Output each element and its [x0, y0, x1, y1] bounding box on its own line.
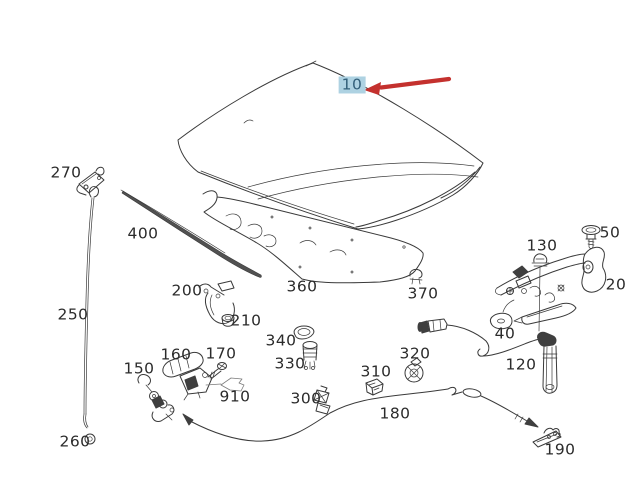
switch-330-drawing [302, 341, 318, 370]
part-label-330[interactable]: 330 [274, 354, 306, 373]
pad-clip-drawing [409, 268, 423, 285]
bracket-200-drawing [198, 280, 235, 325]
part-label-210[interactable]: 210 [230, 311, 262, 330]
part-label-150[interactable]: 150 [123, 359, 155, 378]
striker-latch-drawing [532, 427, 562, 448]
gas-strut-drawing [537, 331, 558, 394]
part-label-50[interactable]: 50 [599, 223, 621, 242]
part-label-260[interactable]: 260 [59, 432, 91, 451]
part-label-370[interactable]: 370 [407, 284, 439, 303]
clip-300-drawing [313, 385, 331, 415]
grommet-drawing [84, 433, 96, 445]
grommet-320-drawing [404, 357, 424, 383]
hinge-assembly-drawing [495, 246, 607, 325]
part-label-340[interactable]: 340 [265, 331, 297, 350]
bolt-50-drawing [581, 225, 601, 249]
part-label-400[interactable]: 400 [127, 224, 159, 243]
seal-strip-drawing [120, 189, 262, 278]
buffer-bracket-drawing [490, 299, 515, 330]
part-label-910[interactable]: 910 [219, 387, 251, 406]
plate-910-drawing [205, 377, 245, 392]
part-label-300[interactable]: 300 [290, 389, 322, 408]
release-cable-drawing [182, 318, 547, 442]
part-label-360[interactable]: 360 [286, 277, 318, 296]
selection-arrow [364, 76, 452, 95]
clip-310-drawing [365, 378, 384, 396]
hood-panel-drawing [177, 60, 484, 230]
part-label-120[interactable]: 120 [505, 355, 537, 374]
part-label-310[interactable]: 310 [360, 362, 392, 381]
lock-lower-drawing [137, 374, 175, 422]
part-label-170[interactable]: 170 [205, 344, 237, 363]
insulation-pad-drawing [202, 190, 424, 284]
cap-340-drawing [293, 325, 315, 340]
clip-130-drawing [531, 253, 550, 332]
part-label-10[interactable]: 10 [338, 76, 366, 94]
part-label-130[interactable]: 130 [526, 236, 558, 255]
nut-drawing [221, 314, 235, 327]
part-label-270[interactable]: 270 [50, 163, 82, 182]
bolt-170-drawing [207, 362, 227, 380]
catch-hook-drawing [76, 166, 105, 196]
part-label-180[interactable]: 180 [379, 404, 411, 423]
part-label-20[interactable]: 20 [605, 275, 627, 294]
part-label-250[interactable]: 250 [57, 305, 89, 324]
part-label-200[interactable]: 200 [171, 281, 203, 300]
part-label-190[interactable]: 190 [544, 440, 576, 459]
release-rod-drawing [83, 186, 99, 429]
part-label-160[interactable]: 160 [160, 345, 192, 364]
part-label-40[interactable]: 40 [494, 324, 516, 343]
part-label-320[interactable]: 320 [399, 344, 431, 363]
